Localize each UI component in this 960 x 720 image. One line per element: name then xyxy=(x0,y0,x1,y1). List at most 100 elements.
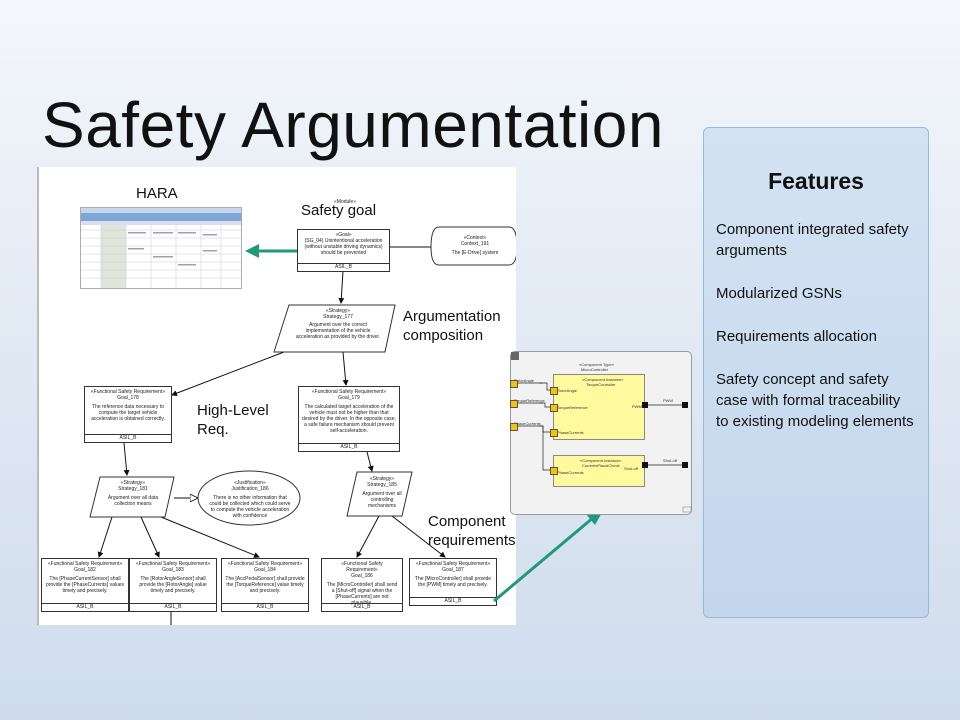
instance-stereotype: «Component Instance» xyxy=(580,458,622,463)
strategy-177-node[interactable]: «Strategy» Strategy_177 Argument over th… xyxy=(292,308,384,340)
req-asil: ASIL_B xyxy=(130,603,216,611)
req-id: Goal_183 xyxy=(162,567,184,573)
inner-port xyxy=(550,387,558,395)
req-asil: ASIL_B xyxy=(322,603,402,611)
slide-title: Safety Argumentation xyxy=(42,89,664,161)
goal-178-node[interactable]: «Functional Safety Requirement» Goal_178… xyxy=(84,386,172,443)
input-port xyxy=(510,380,518,388)
port-label: PhaseCurrents xyxy=(514,421,541,426)
hara-label: HARA xyxy=(136,185,178,202)
goal-182-node[interactable]: «Functional Safety Requirement» Goal_182… xyxy=(41,558,129,612)
output-port xyxy=(642,462,648,468)
feature-item: Modularized GSNs xyxy=(716,285,842,302)
port-label: PWM xyxy=(663,398,673,403)
req-text: The [AccPedalSensor] shall provide the [… xyxy=(225,576,305,594)
features-heading: Features xyxy=(768,168,864,194)
justification-text: There is no other information that could… xyxy=(209,495,291,519)
high-level-label: High-Level Req. xyxy=(197,402,269,438)
req-stereotype: «Functional Safety Requirement» xyxy=(415,561,491,567)
inner-port-label: TorqueReference xyxy=(557,405,588,410)
feature-item: Requirements allocation xyxy=(716,328,877,345)
module-stereotype: «Module» xyxy=(334,199,356,205)
input-port xyxy=(510,423,518,431)
output-port xyxy=(682,462,688,468)
req-text: The [RotorAngleSensor] shall provide the… xyxy=(139,576,207,594)
goal-183-node[interactable]: «Functional Safety Requirement» Goal_183… xyxy=(129,558,217,612)
inner-port-label: PWM xyxy=(632,404,642,409)
goal-179-node[interactable]: «Functional Safety Requirement» Goal_179… xyxy=(298,386,400,452)
strategy-text: Argument over the correct implementation… xyxy=(295,322,381,340)
justification-stereotype: «Justification» xyxy=(234,480,266,486)
req-id: Goal_182 xyxy=(74,567,96,573)
component-requirements-label: Component requirements xyxy=(428,512,516,550)
hara-spreadsheet-thumbnail xyxy=(80,207,242,289)
req-id: Goal_186 xyxy=(351,573,373,579)
inner-port xyxy=(550,404,558,412)
req-id: Goal_179 xyxy=(338,395,360,401)
output-port xyxy=(682,402,688,408)
req-stereotype: «Functional Safety Requirement» xyxy=(135,561,211,567)
component-model-graphics xyxy=(511,352,692,513)
port-label: Shut-off xyxy=(663,458,677,463)
strategy-text: Argument over all controlling mechanisms xyxy=(362,491,402,509)
context-stereotype: «Context» xyxy=(463,235,487,241)
req-asil: ASIL_B xyxy=(222,603,308,611)
strategy-text: Argument over all data collection means xyxy=(107,495,159,507)
input-port xyxy=(510,400,518,408)
inner-port xyxy=(550,429,558,437)
req-text: The reference data necessary to compute … xyxy=(91,404,165,422)
justification-node[interactable]: «Justification» Justification_186 There … xyxy=(207,480,293,519)
strategy-id: Strategy_181 xyxy=(118,486,148,492)
goal-187-node[interactable]: «Functional Safety Requirement» Goal_187… xyxy=(409,558,497,606)
req-id: Goal_187 xyxy=(442,567,464,573)
instance-stereotype: «Component Instance» xyxy=(582,377,624,382)
output-port xyxy=(642,402,648,408)
features-panel: Features Component integrated safety arg… xyxy=(703,127,929,618)
goal-186-node[interactable]: «Functional Safety Requirement» Goal_186… xyxy=(321,558,403,612)
strategy-181-node[interactable]: «Strategy» Strategy_181 Argument over al… xyxy=(99,480,167,507)
req-stereotype: «Functional Safety Requirement» xyxy=(47,561,123,567)
component-model-diagram: «Component Type» MicroController RotorAn… xyxy=(510,351,692,515)
currents-plausi-check-component[interactable]: «Component Instance» CurrentsPlausiCheck… xyxy=(553,455,645,487)
justification-id: Justification_186 xyxy=(231,486,269,492)
torque-controller-component[interactable]: «Component Instance» TorqueController Ro… xyxy=(553,374,645,440)
context-text: The [E-Drive] system xyxy=(451,250,499,256)
req-stereotype: «Functional Safety Requirement» xyxy=(90,389,166,395)
req-text: The [MicroController] shall provide the … xyxy=(414,576,492,588)
spreadsheet-grid xyxy=(81,208,241,288)
inner-port xyxy=(550,467,558,475)
component-type-name: MicroController xyxy=(581,367,609,372)
context-id: Context_191 xyxy=(460,241,490,247)
goal-stereotype: «Goal» xyxy=(335,232,352,238)
strategy-stereotype: «Strategy» xyxy=(369,476,395,482)
inner-port-label: Shut-off xyxy=(624,466,638,471)
inner-port-label: RotorAngle xyxy=(557,388,578,393)
req-text: The calculated target acceleration of th… xyxy=(302,404,396,434)
req-asil: ASIL_B xyxy=(85,434,171,442)
argumentation-text: Argumentation composition xyxy=(403,308,501,344)
req-asil: ASIL_B xyxy=(410,597,496,605)
strategy-185-node[interactable]: «Strategy» Strategy_185 Argument over al… xyxy=(357,476,407,509)
req-asil: ASIL_B xyxy=(299,443,399,451)
safety-goal-node[interactable]: «Goal» (SG_04) Unintentional acceleratio… xyxy=(297,229,390,272)
req-id: Goal_184 xyxy=(254,567,276,573)
features-list: Component integrated safety arguments Mo… xyxy=(716,219,916,432)
strategy-stereotype: «Strategy» xyxy=(120,480,146,486)
port-label: TorqueReference xyxy=(514,398,545,403)
diagram-border xyxy=(37,167,39,625)
feature-item: Safety concept and safety case with form… xyxy=(716,371,914,430)
goal-184-left-node[interactable]: «Functional Safety Requirement» Goal_184… xyxy=(221,558,309,612)
component-type-stereotype: «Component Type» xyxy=(579,362,614,367)
req-asil: ASIL_B xyxy=(42,603,128,611)
req-stereotype: «Functional Safety Requirement» xyxy=(341,561,383,573)
feature-item: Component integrated safety arguments xyxy=(716,221,909,259)
instance-name: TorqueController xyxy=(586,382,616,387)
gsn-diagram: HARA «Module» «G xyxy=(37,167,516,625)
req-stereotype: «Functional Safety Requirement» xyxy=(311,389,387,395)
strategy-id: Strategy_177 xyxy=(323,314,353,320)
argumentation-label: Argumentation composition xyxy=(403,307,515,345)
goal-text: (SG_04) Unintentional acceleration (with… xyxy=(304,238,383,256)
context-node[interactable]: «Context» Context_191 The [E-Drive] syst… xyxy=(441,235,509,256)
strategy-stereotype: «Strategy» xyxy=(325,308,351,314)
gsn-connectors xyxy=(89,226,516,625)
